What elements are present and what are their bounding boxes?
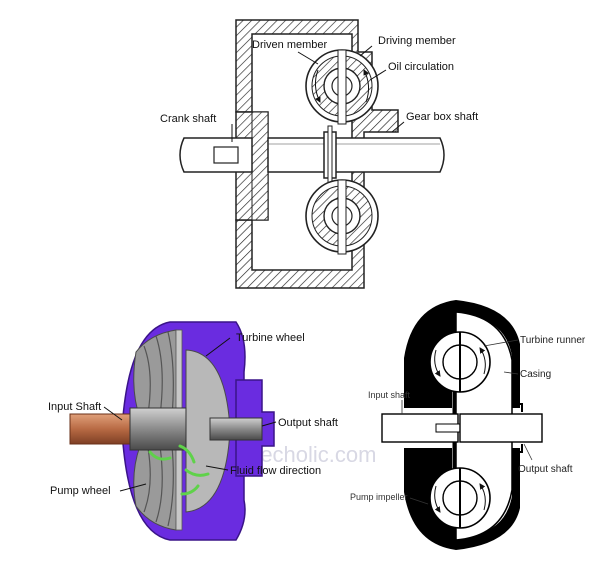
turbine-runner-wheel bbox=[430, 332, 490, 392]
label-section-input-shaft: Input shaft bbox=[368, 390, 411, 400]
label-pump-impeller: Pump impeller bbox=[350, 492, 408, 502]
label-input-shaft: Input Shaft bbox=[48, 401, 101, 413]
turbine-blades bbox=[134, 330, 180, 418]
input-shaft bbox=[70, 414, 132, 444]
label-turbine-runner: Turbine runner bbox=[520, 335, 586, 346]
lower-wheels bbox=[306, 180, 378, 254]
output-shaft bbox=[210, 418, 262, 440]
label-oil-circulation: Oil circulation bbox=[388, 61, 454, 73]
label-driven-member: Driven member bbox=[252, 39, 328, 51]
label-casing: Casing bbox=[520, 369, 551, 380]
input-hub bbox=[130, 408, 186, 450]
label-output-shaft: Output shaft bbox=[278, 417, 338, 429]
label-pump-wheel: Pump wheel bbox=[50, 485, 111, 497]
label-section-output-shaft: Output shaft bbox=[518, 464, 573, 475]
section-output-shaft bbox=[460, 414, 542, 442]
label-turbine-wheel: Turbine wheel bbox=[236, 332, 305, 344]
label-driving-member: Driving member bbox=[378, 35, 456, 47]
label-crank-shaft: Crank shaft bbox=[160, 113, 216, 125]
label-fluid-flow-direction: Fluid flow direction bbox=[230, 465, 321, 477]
label-gear-box-shaft: Gear box shaft bbox=[406, 111, 478, 123]
torque-converter-cutaway: Mecholic.com bbox=[48, 322, 376, 540]
torque-converter-section: Turbine runner Casing Input shaft Output… bbox=[350, 300, 586, 550]
fluid-coupling-top-diagram: Driven member Driving member Oil circula… bbox=[160, 20, 478, 288]
pump-impeller-wheel bbox=[430, 468, 490, 528]
top-shafts bbox=[180, 126, 444, 184]
